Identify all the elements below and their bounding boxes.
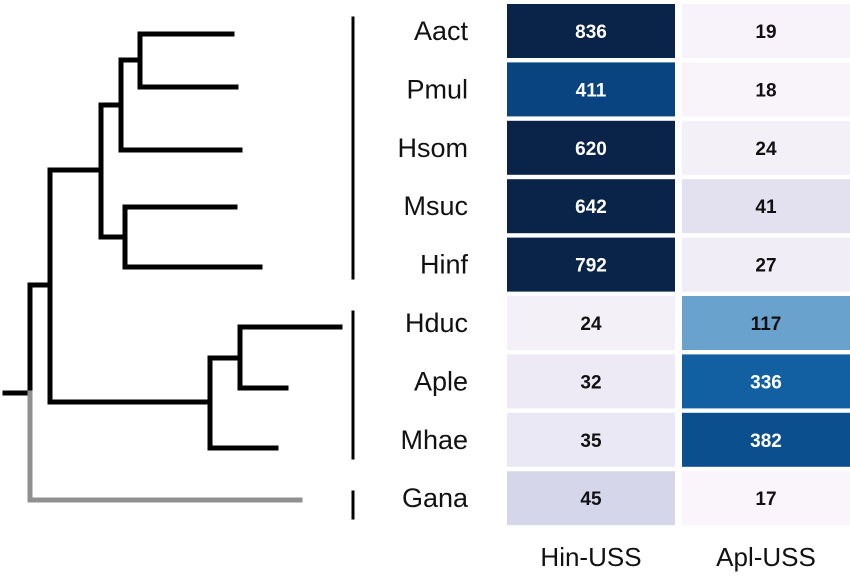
heat-value-hinf-apl-uss: 27 <box>755 256 776 277</box>
taxon-label-hinf: Hinf <box>420 250 469 280</box>
column-label-hin-uss: Hin-USS <box>540 542 641 572</box>
heat-cell-hinf-apl-uss <box>682 237 850 292</box>
taxon-label-msuc: Msuc <box>403 191 468 221</box>
taxon-label-gana: Gana <box>402 483 469 513</box>
heat-value-aple-hin-uss: 32 <box>580 372 601 393</box>
taxon-label-mhae: Mhae <box>400 425 468 455</box>
heat-value-aact-hin-uss: 836 <box>575 22 607 43</box>
heat-cell-mhae-hin-uss <box>507 412 675 467</box>
heat-value-hduc-apl-uss: 117 <box>751 314 782 335</box>
heat-cell-msuc-apl-uss <box>682 179 850 234</box>
heat-cell-mhae-apl-uss <box>682 412 850 467</box>
heat-value-hduc-hin-uss: 24 <box>580 314 602 335</box>
heat-value-hinf-hin-uss: 792 <box>575 256 607 277</box>
heat-value-mhae-apl-uss: 382 <box>750 431 782 452</box>
phylogenetic-tree <box>2 16 355 520</box>
heatmap: 836 19 411 18 620 24 642 41 792 27 24 117 32 336 35 382… <box>507 4 850 526</box>
heat-cell-pmul-apl-uss <box>682 62 850 117</box>
heat-value-aple-apl-uss: 336 <box>750 372 782 393</box>
branch-gana-outgroup <box>27 390 303 503</box>
branch-aact-pmul <box>118 31 243 153</box>
heat-cell-hsom-hin-uss <box>507 120 675 175</box>
heat-cell-gana-hin-uss <box>507 471 675 526</box>
heat-value-mhae-hin-uss: 35 <box>580 431 602 452</box>
heat-cell-aple-hin-uss <box>507 354 675 409</box>
heat-cell-hduc-apl-uss <box>682 296 850 350</box>
branch-msuc-hinf <box>98 204 263 270</box>
heat-value-pmul-apl-uss: 18 <box>755 80 776 101</box>
heat-value-msuc-apl-uss: 41 <box>755 197 777 218</box>
heat-cell-msuc-hin-uss <box>507 179 675 234</box>
heat-cell-hduc-hin-uss <box>507 296 675 350</box>
heat-cell-aple-apl-uss <box>682 354 850 409</box>
heat-cell-aact-hin-uss <box>507 4 675 58</box>
heat-value-hsom-apl-uss: 24 <box>755 139 777 160</box>
branch-upper-join <box>47 102 124 240</box>
heat-value-gana-hin-uss: 45 <box>580 489 602 510</box>
branch-hduc-aple <box>207 324 343 451</box>
branch-lower-join <box>2 167 213 405</box>
heat-value-hsom-hin-uss: 620 <box>575 139 607 160</box>
column-label-apl-uss: Apl-USS <box>716 542 816 572</box>
heat-value-msuc-hin-uss: 642 <box>575 197 607 218</box>
heat-cell-hsom-apl-uss <box>682 120 850 175</box>
taxon-label-hsom: Hsom <box>397 133 468 163</box>
heat-cell-hinf-hin-uss <box>507 237 675 292</box>
column-labels: Hin-USS Apl-USS <box>540 542 815 572</box>
heat-cell-gana-apl-uss <box>682 471 850 526</box>
heat-value-gana-apl-uss: 17 <box>755 489 776 510</box>
heat-cell-pmul-hin-uss <box>507 62 675 117</box>
taxon-label-pmul: Pmul <box>406 74 468 104</box>
heat-value-pmul-hin-uss: 411 <box>576 80 607 101</box>
taxon-label-hduc: Hduc <box>405 308 468 338</box>
taxon-label-aact: Aact <box>414 16 469 46</box>
taxon-label-aple: Aple <box>414 366 468 396</box>
heat-value-aact-apl-uss: 19 <box>755 22 776 43</box>
heat-cell-aact-apl-uss <box>682 4 850 58</box>
